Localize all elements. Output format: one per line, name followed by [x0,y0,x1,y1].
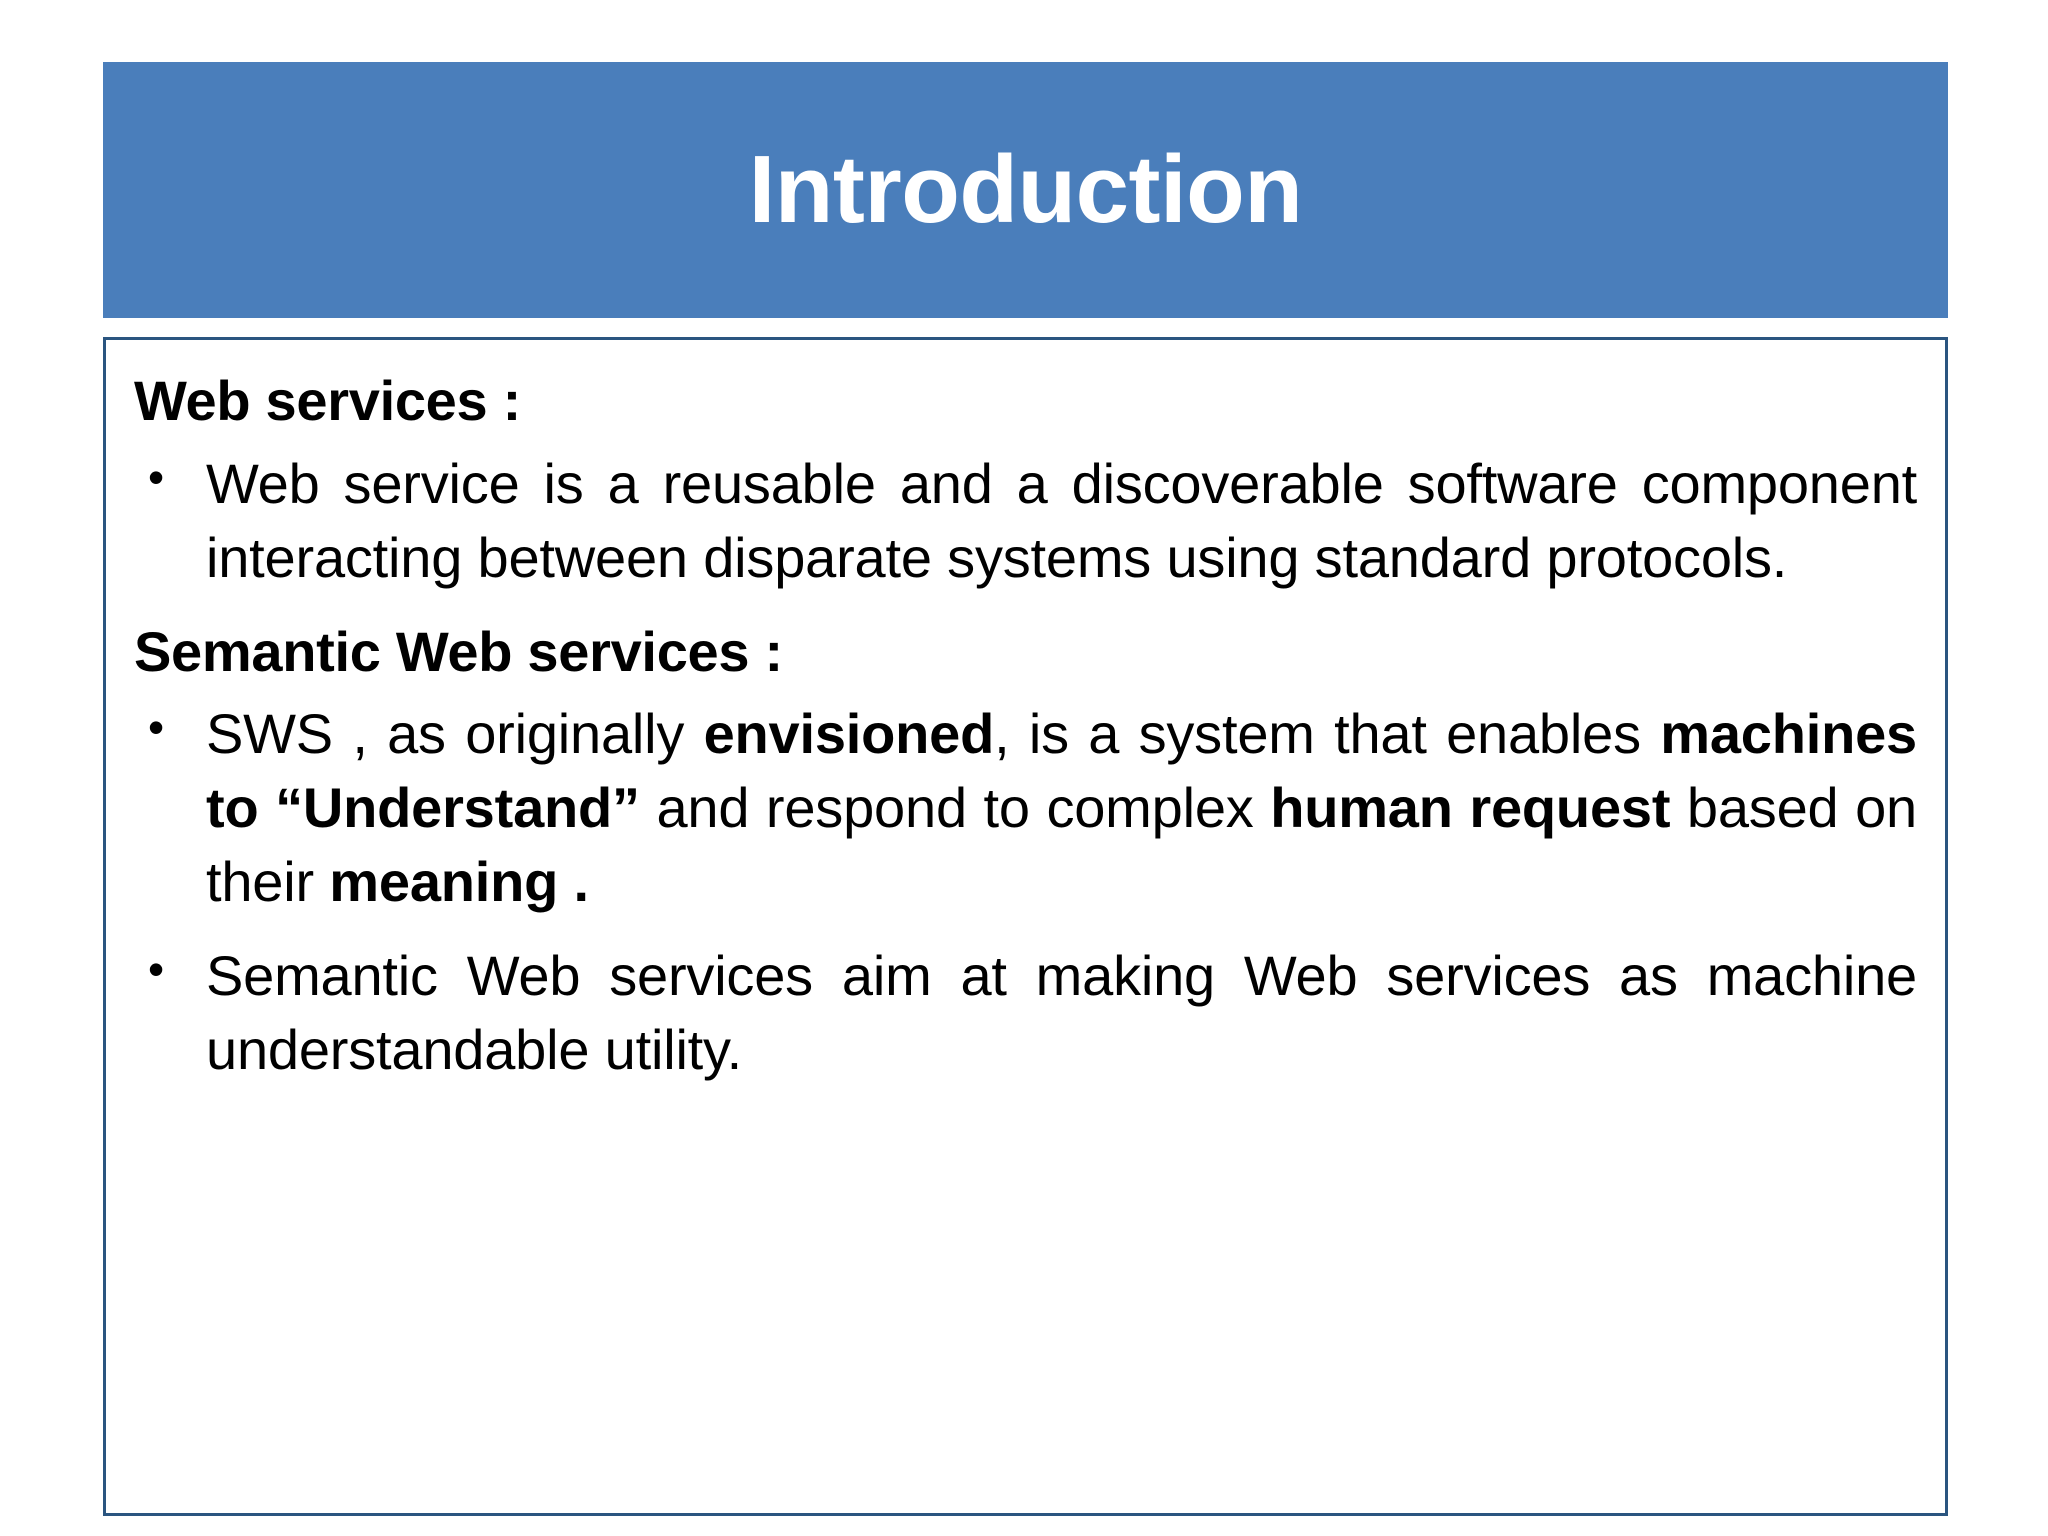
list-item: • SWS , as originally envisioned, is a s… [134,697,1917,919]
bullet-text: Web service is a reusable and a discover… [206,451,1917,589]
content-box: Web services : • Web service is a reusab… [103,337,1948,1516]
body-content: Web services : • Web service is a reusab… [134,369,1917,1087]
section-web-services: Web services : • Web service is a reusab… [134,369,1917,595]
bullet-text: SWS , as originally envisioned, is a sys… [206,702,1918,914]
list-item: • Web service is a reusable and a discov… [134,447,1917,595]
bullet-icon: • [148,942,165,995]
section-semantic-web-services: Semantic Web services : • SWS , as origi… [134,619,1917,1087]
bullet-icon: • [148,450,165,503]
bullet-icon: • [148,701,165,754]
page-title: Introduction [748,135,1303,243]
title-banner: Introduction [103,62,1948,318]
section-heading: Semantic Web services : [134,619,783,683]
list-item: • Semantic Web services aim at making We… [134,939,1917,1087]
bullet-text: Semantic Web services aim at making Web … [206,943,1917,1081]
section-heading: Web services : [134,369,521,432]
